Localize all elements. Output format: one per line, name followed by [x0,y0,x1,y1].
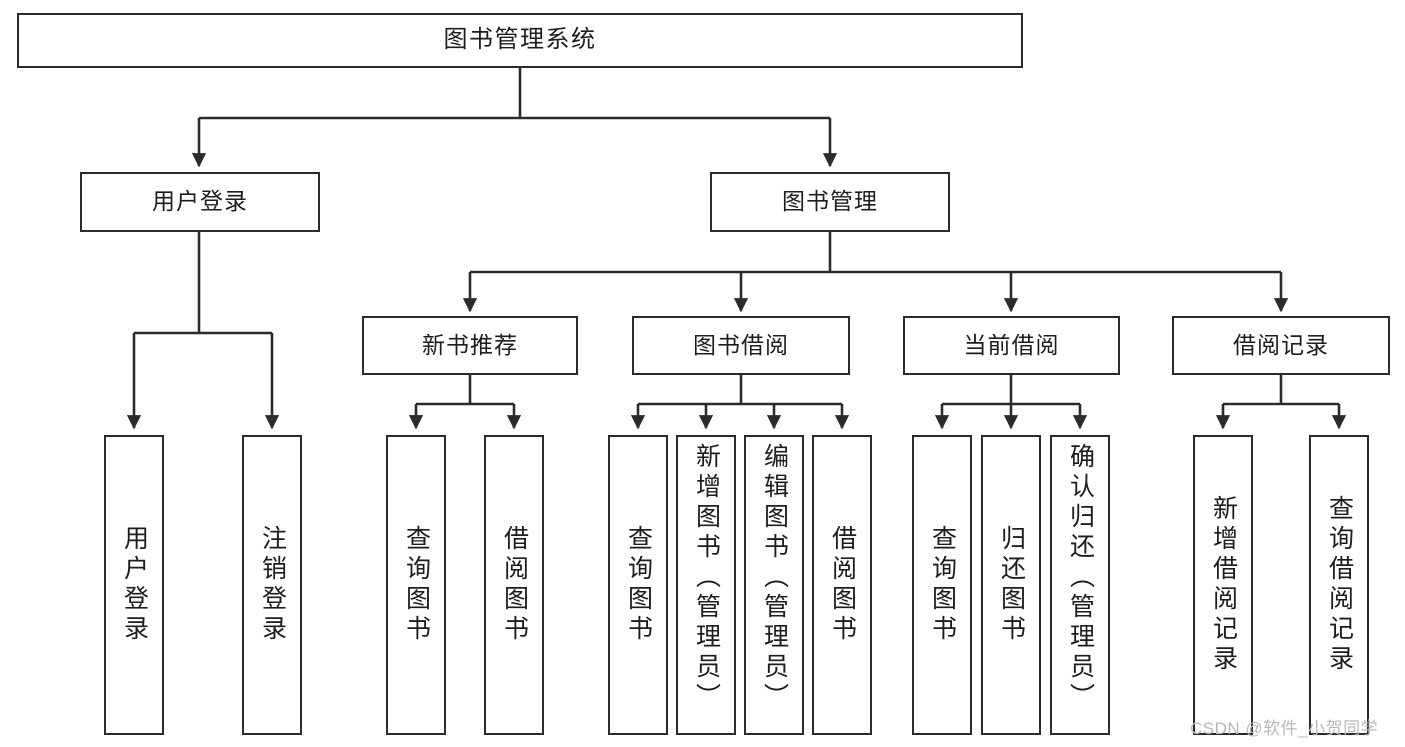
node-label: 用户登录 [152,188,248,215]
node-label: 查询图书 [624,525,653,645]
leaf-query-book-current[interactable]: 查询图书 [912,435,972,735]
leaf-borrow-book-borrow[interactable]: 借阅图书 [812,435,872,735]
node-label: 查询图书 [402,525,431,645]
node-label: 图书管理系统 [443,26,597,54]
node-label: 新书推荐 [422,331,518,358]
node-label: 借阅记录 [1233,331,1329,358]
node-label: 用户登录 [120,525,149,645]
node-label: 当前借阅 [963,331,1060,358]
leaf-add-book-admin[interactable]: 新增图书（管理员） [676,435,736,735]
node-borrow-record[interactable]: 借阅记录 [1172,316,1390,375]
node-label: 查询借阅记录 [1325,495,1354,675]
node-label: 归还图书 [997,525,1026,645]
node-root-book-management-system[interactable]: 图书管理系统 [17,13,1023,68]
node-book-manage[interactable]: 图书管理 [710,172,950,232]
watermark: CSDN @软件_小贺同学 [1190,719,1379,738]
leaf-user-login[interactable]: 用户登录 [104,435,164,735]
node-label: 新增借阅记录 [1209,495,1238,675]
node-current-borrow[interactable]: 当前借阅 [903,316,1120,375]
node-label: 借阅图书 [828,525,857,645]
node-book-borrow[interactable]: 图书借阅 [632,316,850,375]
node-label: 图书借阅 [693,331,789,358]
node-label: 注销登录 [258,525,287,645]
node-label: 查询图书 [928,525,957,645]
node-label: 确认归还（管理员） [1066,443,1095,713]
node-label: 新增图书（管理员） [692,443,721,713]
leaf-logout-login[interactable]: 注销登录 [242,435,302,735]
node-label: 编辑图书（管理员） [760,443,789,713]
leaf-query-book-borrow[interactable]: 查询图书 [608,435,668,735]
node-new-book-recommend[interactable]: 新书推荐 [362,316,578,375]
leaf-edit-book-admin[interactable]: 编辑图书（管理员） [744,435,804,735]
leaf-query-borrow-record[interactable]: 查询借阅记录 [1309,435,1369,735]
node-user-login[interactable]: 用户登录 [80,172,320,232]
leaf-return-book[interactable]: 归还图书 [981,435,1041,735]
leaf-borrow-book-recommend[interactable]: 借阅图书 [484,435,544,735]
leaf-query-book-recommend[interactable]: 查询图书 [386,435,446,735]
leaf-confirm-return-admin[interactable]: 确认归还（管理员） [1050,435,1110,735]
leaf-add-borrow-record[interactable]: 新增借阅记录 [1193,435,1253,735]
node-label: 借阅图书 [500,525,529,645]
node-label: 图书管理 [782,188,878,215]
